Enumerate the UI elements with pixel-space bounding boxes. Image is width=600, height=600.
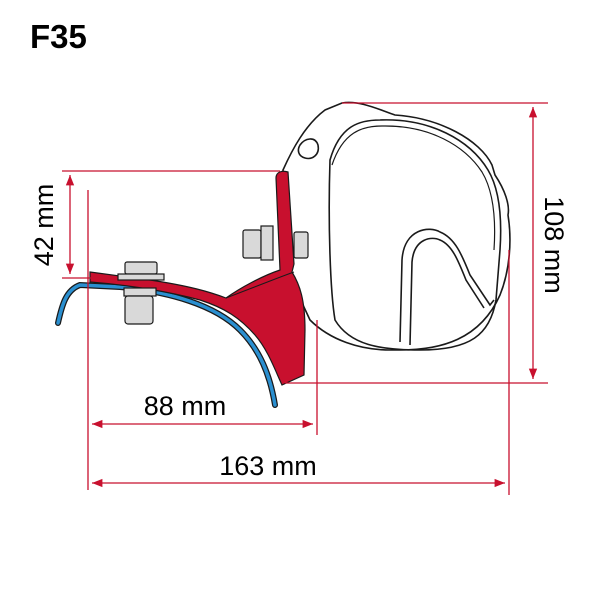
label-88mm: 88 mm — [144, 391, 227, 421]
label-163mm: 163 mm — [219, 451, 317, 481]
bolt-left — [117, 261, 165, 325]
page-title: F35 — [30, 18, 87, 55]
bolt-right — [242, 225, 309, 261]
label-42mm: 42 mm — [29, 184, 59, 267]
awning-casing — [281, 101, 511, 351]
dimension-lines — [62, 102, 548, 495]
label-108mm: 108 mm — [539, 196, 569, 294]
